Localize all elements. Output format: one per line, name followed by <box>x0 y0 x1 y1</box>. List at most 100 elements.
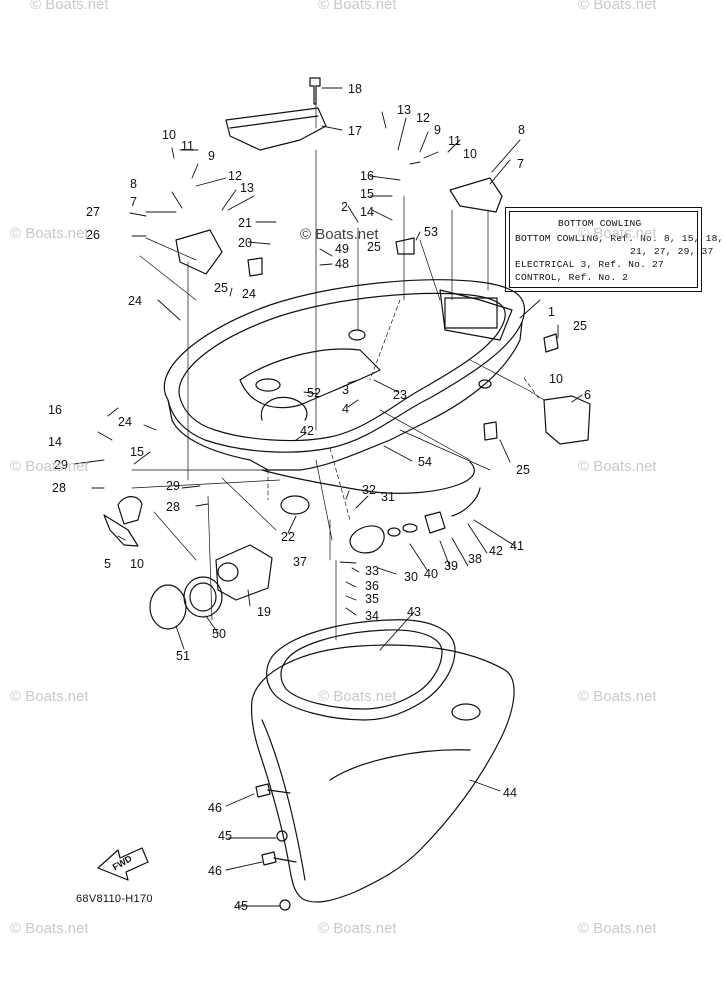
callout-13: 13 <box>397 103 411 117</box>
callout-22: 22 <box>281 530 295 544</box>
lower-cover-fold <box>329 749 471 781</box>
seal-17-lip <box>229 115 319 129</box>
callout-31: 31 <box>381 490 395 504</box>
callout-10: 10 <box>549 372 563 386</box>
switch-19-face <box>217 562 239 582</box>
screw-46-a <box>255 783 291 798</box>
watermark: © Boats.net <box>10 920 89 937</box>
dashed-guides <box>267 299 541 521</box>
callout-29: 29 <box>54 458 68 472</box>
callout-21: 21 <box>238 216 252 230</box>
watermark: © Boats.net <box>10 688 89 705</box>
callout-4: 4 <box>342 402 349 416</box>
clip-24 <box>247 257 263 277</box>
callout-41: 41 <box>510 539 524 553</box>
watermark: © Boats.net <box>30 0 109 13</box>
watermark-center: © Boats.net <box>300 226 379 243</box>
callout-46: 46 <box>208 864 222 878</box>
callout-8: 8 <box>518 123 525 137</box>
callout-13: 13 <box>240 181 254 195</box>
lower-cover-gasket-inner <box>280 629 443 710</box>
callout-24: 24 <box>118 415 132 429</box>
callout-37: 37 <box>293 555 307 569</box>
seal-17 <box>225 107 327 151</box>
callout-2: 2 <box>341 200 348 214</box>
callout-23: 23 <box>393 388 407 402</box>
callout-16: 16 <box>48 403 62 417</box>
callout-52: 52 <box>307 386 321 400</box>
callout-28: 28 <box>166 500 180 514</box>
callout-1: 1 <box>548 305 555 319</box>
washer-40 <box>402 523 418 533</box>
clip-25-b <box>483 421 498 441</box>
reference-note-box: BOTTOM COWLING BOTTOM COWLING, Ref. No. … <box>505 207 723 292</box>
callout-17: 17 <box>348 124 362 138</box>
callout-14: 14 <box>48 435 62 449</box>
callout-7: 7 <box>517 157 524 171</box>
callout-45: 45 <box>218 829 232 843</box>
callout-10: 10 <box>463 147 477 161</box>
callout-15: 15 <box>360 187 374 201</box>
assembly-lines <box>131 103 545 641</box>
watermark: © Boats.net <box>578 458 657 475</box>
callout-9: 9 <box>434 123 441 137</box>
callout-11: 11 <box>448 134 461 148</box>
watermark: © Boats.net <box>318 688 397 705</box>
callout-25: 25 <box>214 281 228 295</box>
screw-46-b <box>261 851 297 866</box>
callout-38: 38 <box>468 552 482 566</box>
callout-51: 51 <box>176 649 190 663</box>
lower-cover-gasket <box>265 619 456 721</box>
callout-19: 19 <box>257 605 271 619</box>
callout-8: 8 <box>130 177 137 191</box>
lever-5-boss <box>117 496 143 525</box>
bracket-7-right <box>449 177 503 213</box>
hose-loop <box>260 396 308 421</box>
callout-36: 36 <box>365 579 379 593</box>
reference-title: BOTTOM COWLING <box>558 218 642 229</box>
callout-43: 43 <box>407 605 421 619</box>
wire-harness-a <box>261 461 475 494</box>
reference-line-1: BOTTOM COWLING, Ref. No. 8, 15, 18, <box>515 233 724 244</box>
callout-15: 15 <box>130 445 144 459</box>
bracket-7-left <box>175 229 223 275</box>
callout-6: 6 <box>584 388 591 402</box>
callout-24: 24 <box>128 294 142 308</box>
washer-42 <box>387 527 401 537</box>
callout-26: 26 <box>86 228 100 242</box>
callout-42: 42 <box>300 424 314 438</box>
diagram-code: 68V8110-H170 <box>76 893 153 905</box>
callout-29: 29 <box>166 479 180 493</box>
lower-cover-body <box>250 644 515 903</box>
lever-5 <box>103 514 139 547</box>
bracket-6 <box>543 395 591 445</box>
grommet-hole-a <box>255 378 281 392</box>
callout-53: 53 <box>424 225 438 239</box>
callout-3: 3 <box>342 383 349 397</box>
callout-35: 35 <box>365 592 379 606</box>
fwd-arrow <box>97 847 149 881</box>
callout-44: 44 <box>503 786 517 800</box>
callout-24: 24 <box>242 287 256 301</box>
watermark: © Boats.net <box>578 688 657 705</box>
callout-40: 40 <box>424 567 438 581</box>
callout-49: 49 <box>335 242 349 256</box>
callout-30: 30 <box>404 570 418 584</box>
cowling-tray-base <box>167 321 523 471</box>
callout-11: 11 <box>181 139 194 153</box>
callout-32: 32 <box>362 483 376 497</box>
watermark: © Boats.net <box>578 920 657 937</box>
elbow-30 <box>349 525 385 554</box>
bolt-18 <box>309 77 321 105</box>
callout-18: 18 <box>348 82 362 96</box>
clip-25-a <box>543 333 559 353</box>
callout-27: 27 <box>86 205 100 219</box>
callout-54: 54 <box>418 455 432 469</box>
callout-12: 12 <box>228 169 242 183</box>
lower-cover-front-edge <box>261 719 306 881</box>
watermark: © Boats.net <box>578 0 657 13</box>
callout-12: 12 <box>416 111 430 125</box>
watermark: © Boats.net <box>10 458 89 475</box>
callout-5: 5 <box>104 557 111 571</box>
